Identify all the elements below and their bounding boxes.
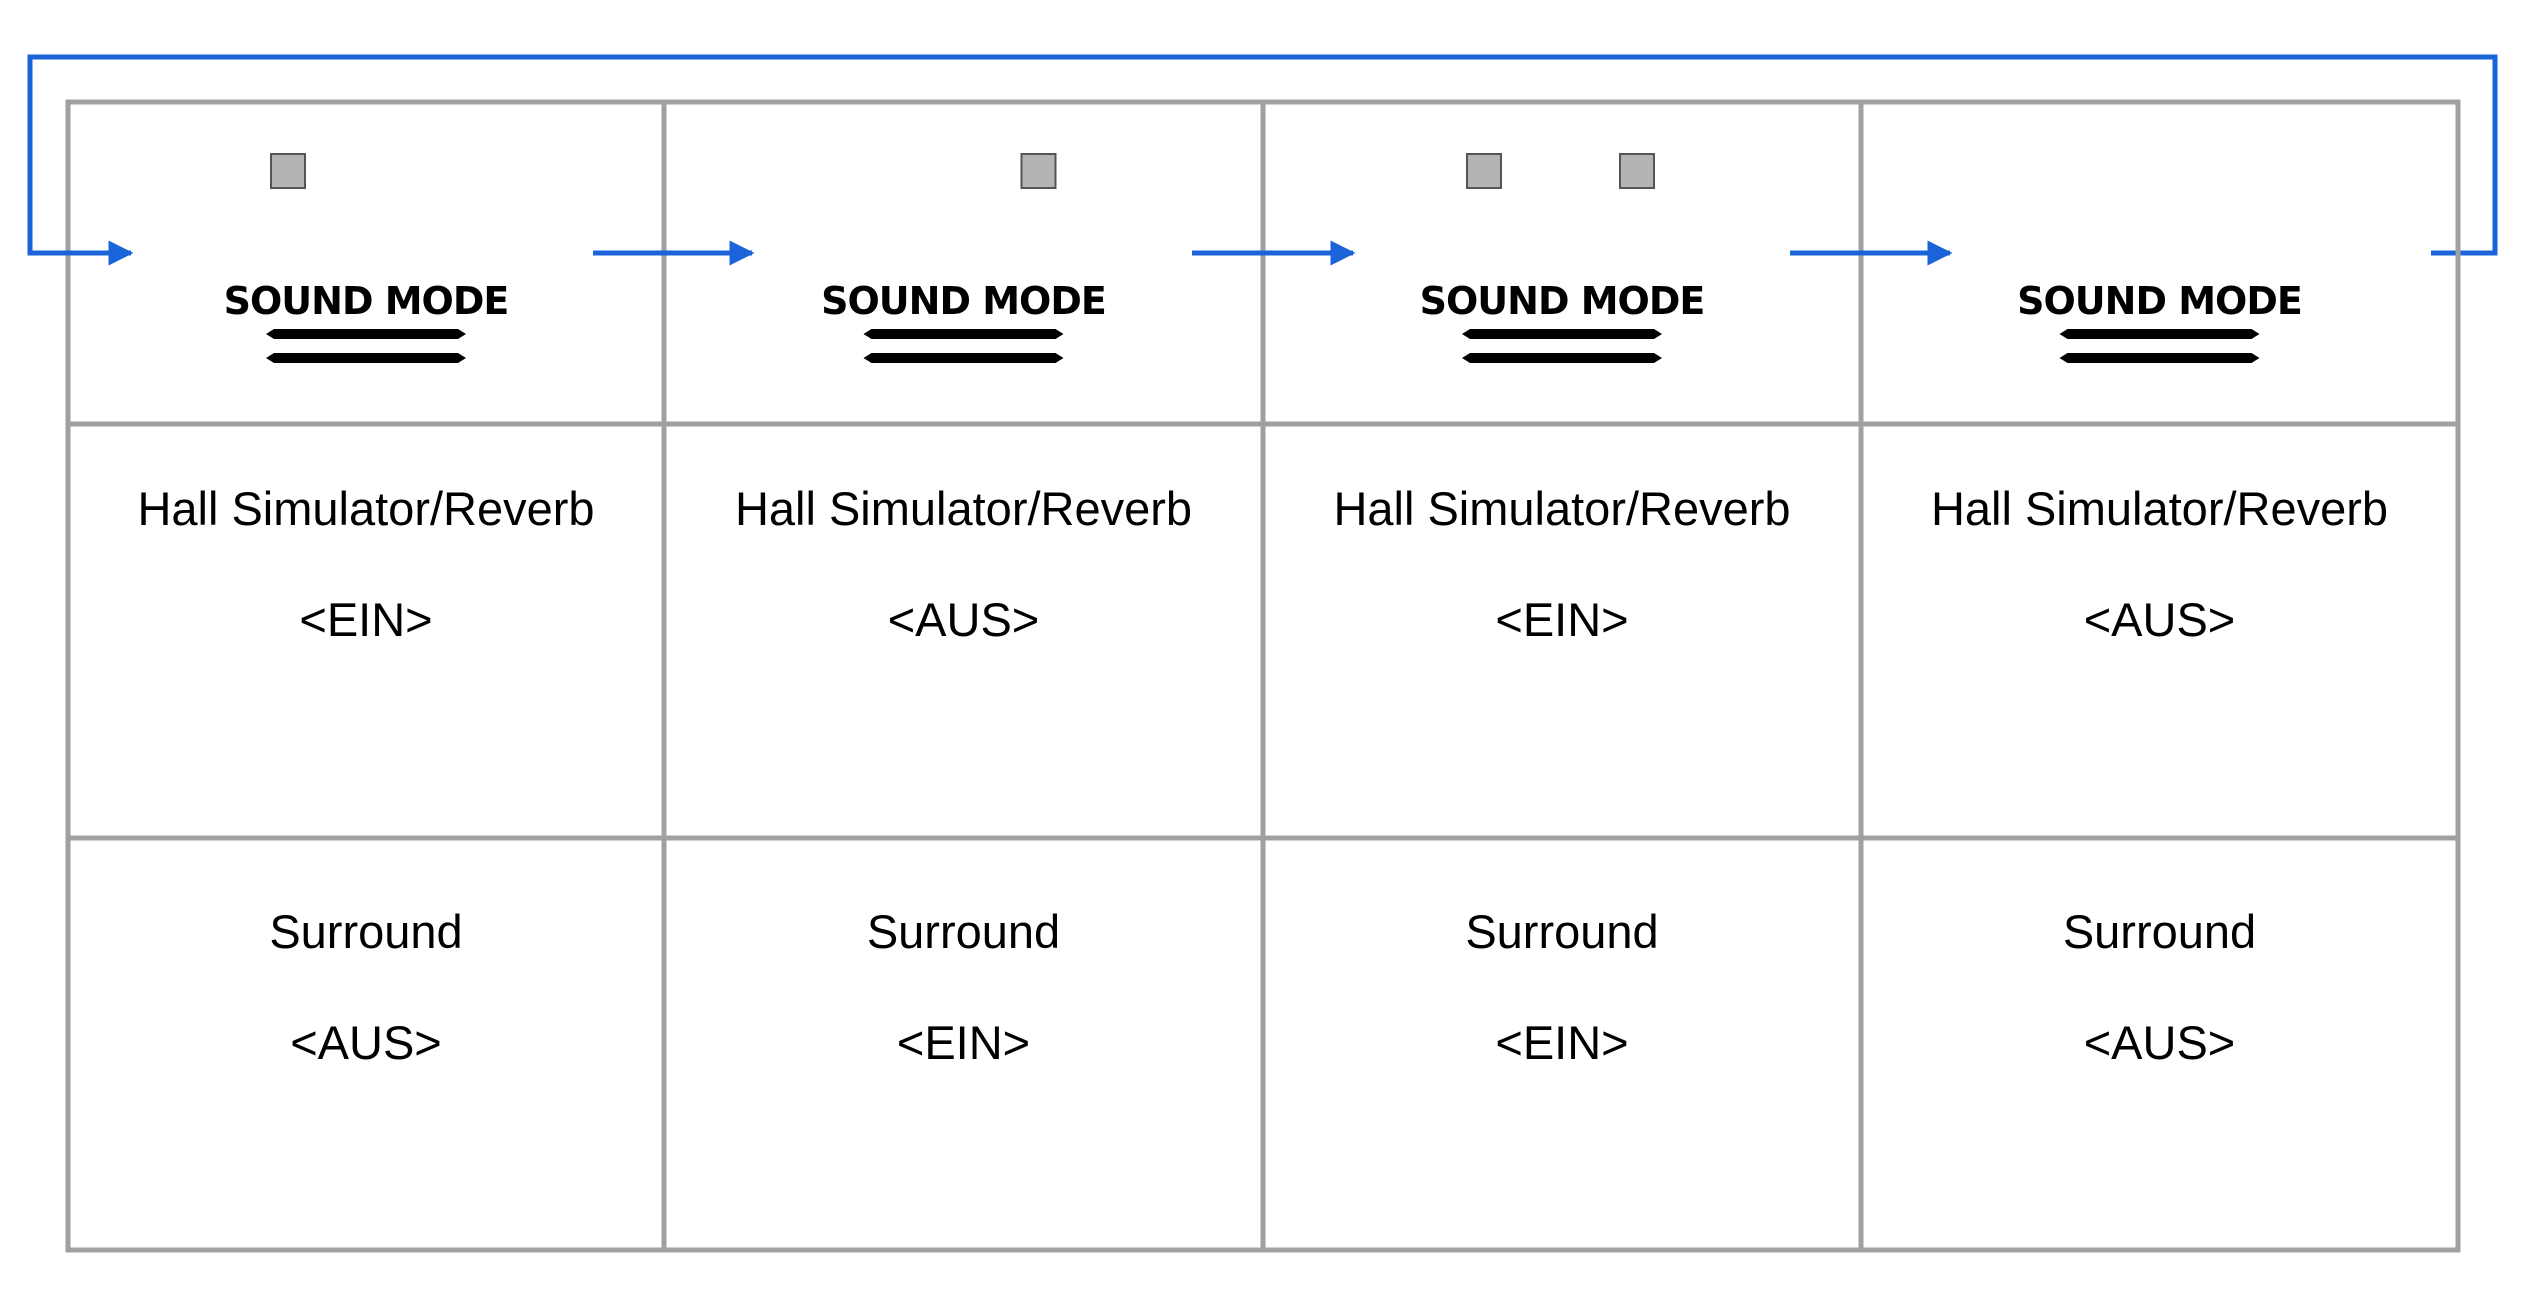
hall-simulator-label: Hall Simulator/Reverb xyxy=(137,482,594,535)
hall-simulator-label: Hall Simulator/Reverb xyxy=(1931,482,2388,535)
surround-state: <EIN> xyxy=(897,1016,1030,1069)
mode-grid xyxy=(65,99,2461,1253)
surround-state: <EIN> xyxy=(1495,1016,1628,1069)
sound-mode-button-bar xyxy=(266,353,466,363)
sound-mode-button-bar xyxy=(1462,329,1662,339)
sound-mode-button-bar xyxy=(863,353,1064,363)
mode-column-2: SOUND MODE Hall Simulator/Reverb <AUS> Surr… xyxy=(735,153,1192,1069)
sound-mode-button-bar xyxy=(1462,353,1662,363)
hall-simulator-state: <AUS> xyxy=(2084,593,2236,646)
sound-mode-button: SOUND MODE xyxy=(224,279,509,363)
sound-mode-button: SOUND MODE xyxy=(2017,279,2303,363)
indicator-lamp-left xyxy=(1466,153,1502,189)
surround-label: Surround xyxy=(2063,905,2256,958)
sound-mode-button-label: SOUND MODE xyxy=(224,279,509,323)
sound-mode-button-bar xyxy=(266,329,466,339)
surround-label: Surround xyxy=(1465,905,1658,958)
surround-state: <AUS> xyxy=(2084,1016,2236,1069)
mode-column-3: SOUND MODE Hall Simulator/Reverb <EIN> Surr… xyxy=(1333,153,1791,1069)
hall-simulator-state: <EIN> xyxy=(1495,593,1628,646)
sound-mode-button-label: SOUND MODE xyxy=(821,279,1106,323)
sound-mode-button-bar xyxy=(2059,353,2260,363)
sound-mode-button-bar xyxy=(863,329,1064,339)
sound-mode-button: SOUND MODE xyxy=(1420,279,1705,363)
mode-column-4: SOUND MODE Hall Simulator/Reverb <AUS> Surr… xyxy=(1931,279,2388,1069)
sound-mode-button-bar xyxy=(2059,329,2260,339)
sound-mode-button-label: SOUND MODE xyxy=(2017,279,2302,323)
indicator-lamp-right xyxy=(1619,153,1655,189)
sound-mode-button-label: SOUND MODE xyxy=(1420,279,1705,323)
hall-simulator-state: <EIN> xyxy=(299,593,432,646)
hall-simulator-label: Hall Simulator/Reverb xyxy=(1333,482,1790,535)
hall-simulator-state: <AUS> xyxy=(888,593,1040,646)
mode-column-1: SOUND MODE Hall Simulator/Reverb <EIN> Surr… xyxy=(137,153,595,1069)
surround-state: <AUS> xyxy=(290,1016,442,1069)
surround-label: Surround xyxy=(867,905,1060,958)
surround-label: Surround xyxy=(269,905,462,958)
hall-simulator-label: Hall Simulator/Reverb xyxy=(735,482,1192,535)
indicator-lamp-right xyxy=(1020,153,1057,189)
sound-mode-button: SOUND MODE xyxy=(821,279,1107,363)
indicator-lamp-left xyxy=(270,153,306,189)
